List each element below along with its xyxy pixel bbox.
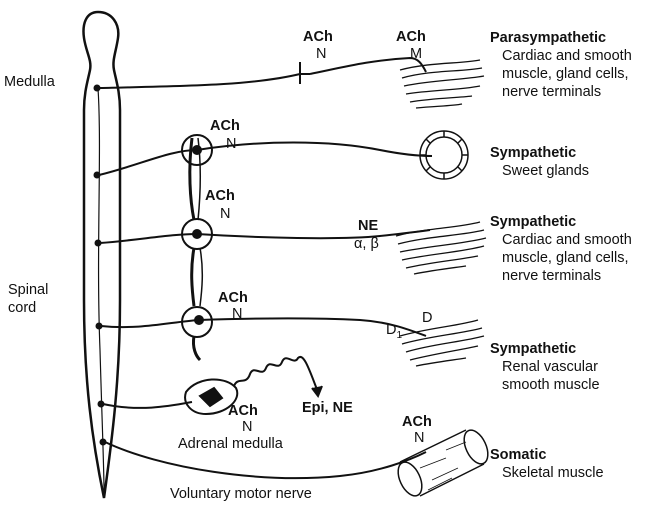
pre-transmitter-label: ACh <box>205 188 235 205</box>
sympathetic-sweat-pathway <box>99 143 432 176</box>
renal-vascular-tissue <box>400 320 484 366</box>
parasympathetic-description: Parasympathetic Cardiac and smooth muscl… <box>490 29 632 101</box>
description-line: Renal vascular <box>490 358 600 376</box>
sympathetic-chain <box>182 135 212 360</box>
sympathetic-cardiac-description: Sympathetic Cardiac and smooth muscle, g… <box>490 213 632 285</box>
sympathetic-renal-pathway <box>101 319 426 337</box>
adrenal-pathway <box>103 357 322 414</box>
pre-transmitter-label: ACh <box>303 29 333 46</box>
voluntary-motor-nerve-label: Voluntary motor nerve <box>170 486 312 503</box>
description-line: nerve terminals <box>490 83 632 101</box>
pre-transmitter-label: ACh <box>228 403 258 420</box>
pathway-title: Somatic <box>490 446 604 464</box>
pathway-title: Sympathetic <box>490 144 589 162</box>
adrenal-medulla-label: Adrenal medulla <box>178 436 283 453</box>
parasympathetic-pathway <box>100 58 426 88</box>
post-receptor-label: α, β <box>354 236 379 253</box>
spinal-cord <box>84 12 120 498</box>
description-line: Cardiac and smooth <box>490 47 632 65</box>
sympathetic-renal-description: Sympathetic Renal vascular smooth muscle <box>490 340 600 394</box>
post-receptor-subscript: 1 <box>396 330 402 341</box>
description-line: muscle, gland cells, <box>490 249 632 267</box>
post-transmitter-label: NE <box>358 218 378 235</box>
somatic-description: Somatic Skeletal muscle <box>490 446 604 482</box>
skeletal-muscle-tissue <box>393 426 492 499</box>
pre-transmitter-label: ACh <box>218 290 248 307</box>
description-line: muscle, gland cells, <box>490 65 632 83</box>
description-line: Cardiac and smooth <box>490 231 632 249</box>
pre-receptor-label: N <box>242 419 252 436</box>
pre-receptor-label: N <box>316 46 326 63</box>
description-line: smooth muscle <box>490 376 600 394</box>
pathway-title: Sympathetic <box>490 213 632 231</box>
pre-receptor-label: N <box>220 206 230 223</box>
medulla-label: Medulla <box>4 74 55 91</box>
adrenal-output-label: Epi, NE <box>302 400 353 417</box>
pathway-title: Sympathetic <box>490 340 600 358</box>
sympathetic-cardiac-pathway <box>100 230 430 243</box>
post-receptor-label: D1 <box>386 322 402 344</box>
cardiac-smooth-muscle-tissue-2 <box>396 222 486 274</box>
post-receptor-label: M <box>410 46 422 63</box>
sympathetic-sweat-description: Sympathetic Sweet glands <box>490 144 589 180</box>
cardiac-smooth-muscle-tissue <box>400 60 484 108</box>
post-receptor-label: N <box>414 430 424 447</box>
spinal-cord-label-line1: Spinal <box>8 282 48 299</box>
pre-transmitter-label: ACh <box>210 118 240 135</box>
spinal-cord-label-line2: cord <box>8 300 36 317</box>
pre-receptor-label: N <box>226 136 236 153</box>
description-line: nerve terminals <box>490 267 632 285</box>
post-transmitter-label: ACh <box>402 414 432 431</box>
post-transmitter-label: D <box>422 310 432 327</box>
description-line: Skeletal muscle <box>490 464 604 482</box>
description-line: Sweet glands <box>490 162 589 180</box>
pre-receptor-label: N <box>232 306 242 323</box>
post-transmitter-label: ACh <box>396 29 426 46</box>
pathway-title: Parasympathetic <box>490 29 632 47</box>
post-receptor-text: D <box>386 322 396 338</box>
